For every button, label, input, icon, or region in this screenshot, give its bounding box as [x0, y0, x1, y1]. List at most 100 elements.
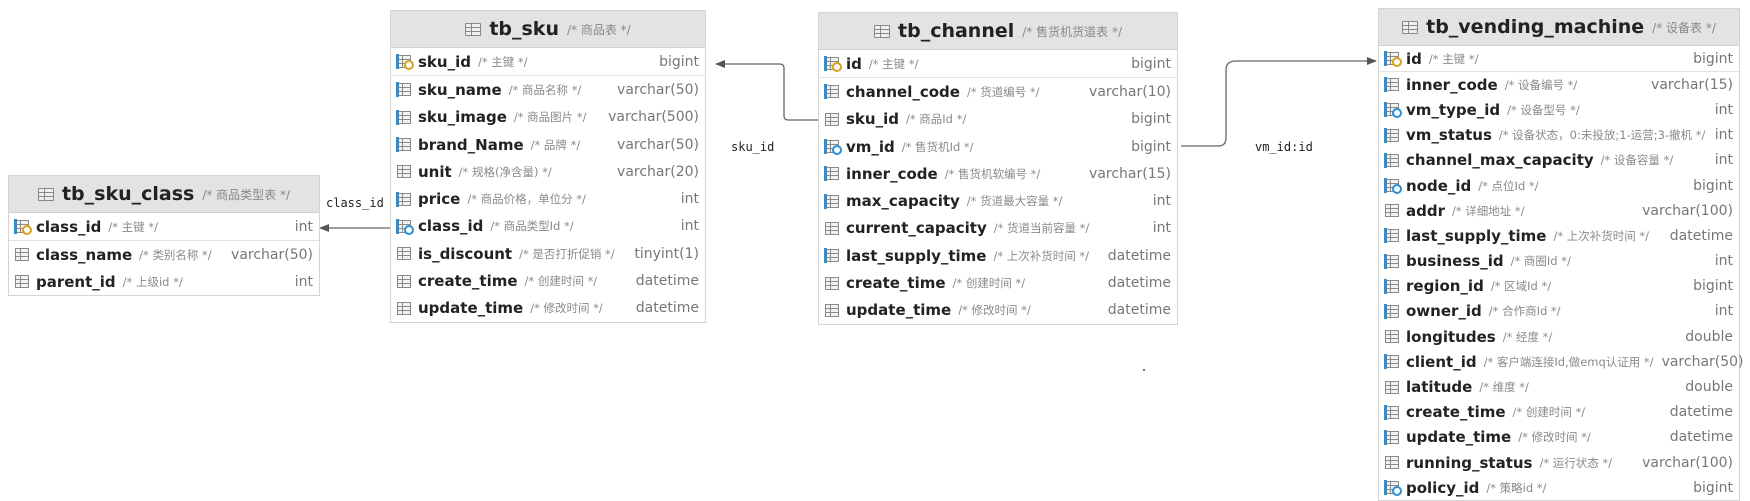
column-type: int: [1714, 152, 1733, 169]
indexed-column-icon: [396, 109, 411, 125]
column-comment: /* 品牌 */: [530, 137, 581, 152]
column-row[interactable]: create_time/* 创建时间 */datetime: [391, 267, 705, 294]
table-comment: /* 售货机货道表 */: [1022, 24, 1122, 39]
column-row[interactable]: sku_image/* 商品图片 */varchar(500): [391, 104, 705, 131]
column-comment: /* 创建时间 */: [952, 276, 1026, 291]
column-name: sku_id: [418, 52, 471, 71]
column-icon: [825, 276, 839, 290]
column-name: channel_code: [846, 82, 960, 101]
column-row[interactable]: id/* 主键 */bigint: [819, 50, 1177, 79]
column-row[interactable]: node_id/* 点位Id */bigint: [1379, 173, 1739, 198]
column-comment: /* 上级id */: [122, 274, 183, 289]
column-row[interactable]: channel_max_capacity/* 设备容量 */int: [1379, 148, 1739, 173]
relation-line-sku-id: [715, 60, 818, 121]
column-row[interactable]: business_id/* 商圈Id */int: [1379, 249, 1739, 274]
column-row[interactable]: inner_code/* 设备编号 */varchar(15): [1379, 72, 1739, 97]
column-type: varchar(100): [1642, 454, 1733, 471]
primary-key-icon: [14, 219, 32, 235]
relation-line-vm-id: [1181, 57, 1377, 147]
column-row[interactable]: unit/* 规格(净含量) */varchar(20): [391, 158, 705, 185]
column-icon: [397, 274, 411, 288]
indexed-column-icon: [396, 137, 411, 153]
column-row[interactable]: running_status/* 运行状态 */varchar(100): [1379, 450, 1739, 475]
column-row[interactable]: inner_code/* 售货机软编号 */varchar(15): [819, 160, 1177, 187]
column-row[interactable]: update_time/* 修改时间 */datetime: [819, 297, 1177, 324]
column-type: datetime: [1107, 302, 1171, 319]
column-row[interactable]: update_time/* 修改时间 */datetime: [391, 295, 705, 322]
column-row[interactable]: is_discount/* 是否打折促销 */tinyint(1): [391, 240, 705, 267]
column-comment: /* 主键 */: [477, 54, 528, 69]
column-row[interactable]: sku_id/* 商品Id */bigint: [819, 106, 1177, 133]
column-row[interactable]: create_time/* 创建时间 */datetime: [819, 269, 1177, 296]
column-name: class_name: [36, 245, 133, 264]
column-type: bigint: [1131, 55, 1171, 72]
column-comment: /* 经度 */: [1502, 329, 1553, 344]
indexed-column-icon: [1384, 253, 1399, 269]
column-row[interactable]: max_capacity/* 货道最大容量 */int: [819, 187, 1177, 214]
foreign-key-icon: [1384, 480, 1402, 497]
column-comment: /* 策略id */: [1486, 480, 1547, 495]
column-comment: /* 上次补货时间 */: [993, 248, 1090, 263]
column-type: bigint: [1693, 50, 1733, 67]
column-row[interactable]: create_time/* 创建时间 */datetime: [1379, 400, 1739, 425]
table-tb-sku-class[interactable]: tb_sku_class/* 商品类型表 */class_id/* 主键 */i…: [8, 175, 320, 296]
column-name: last_supply_time: [846, 246, 987, 265]
column-row[interactable]: owner_id/* 合作商Id */int: [1379, 299, 1739, 324]
column-name: update_time: [418, 299, 524, 318]
column-comment: /* 商品类型Id */: [490, 219, 574, 234]
column-comment: /* 详细地址 */: [1452, 203, 1525, 218]
column-name: current_capacity: [846, 219, 987, 238]
column-icon: [825, 221, 839, 235]
column-row[interactable]: class_name/* 类别名称 */varchar(50): [9, 241, 319, 268]
indexed-column-icon: [824, 166, 839, 182]
column-row[interactable]: id/* 主键 */bigint: [1379, 46, 1739, 73]
column-name: sku_image: [418, 108, 507, 127]
column-row[interactable]: latitude/* 维度 */double: [1379, 374, 1739, 399]
column-row[interactable]: update_time/* 修改时间 */datetime: [1379, 425, 1739, 450]
column-comment: /* 主键 */: [1428, 51, 1479, 66]
table-icon: [1402, 20, 1419, 34]
column-row[interactable]: region_id/* 区域Id */bigint: [1379, 274, 1739, 299]
column-icon: [825, 303, 839, 317]
column-row[interactable]: policy_id/* 策略id */bigint: [1379, 475, 1739, 500]
column-row[interactable]: last_supply_time/* 上次补货时间 */datetime: [1379, 223, 1739, 248]
table-name: tb_vending_machine: [1426, 16, 1645, 38]
table-tb-vending-machine[interactable]: tb_vending_machine/* 设备表 */id/* 主键 */big…: [1378, 8, 1744, 501]
table-name: tb_sku_class: [61, 183, 195, 205]
column-row[interactable]: price/* 商品价格，单位分 */int: [391, 185, 705, 212]
foreign-key-icon: [824, 139, 842, 156]
column-row[interactable]: class_id/* 商品类型Id */int: [391, 213, 705, 240]
column-row[interactable]: sku_id/* 主键 */bigint: [391, 48, 705, 77]
column-type: int: [680, 191, 699, 208]
column-type: int: [1152, 193, 1171, 210]
column-row[interactable]: vm_type_id/* 设备型号 */int: [1379, 97, 1739, 122]
column-row[interactable]: addr/* 详细地址 */varchar(100): [1379, 198, 1739, 223]
column-row[interactable]: vm_status/* 设备状态，0:未投放;1-运营;3-撤机 */int: [1379, 123, 1739, 148]
column-row[interactable]: class_id/* 主键 */int: [9, 213, 319, 241]
column-row[interactable]: last_supply_time/* 上次补货时间 */datetime: [819, 242, 1177, 269]
column-type: varchar(20): [617, 163, 699, 180]
column-icon: [397, 165, 411, 179]
column-row[interactable]: longitudes/* 经度 */double: [1379, 324, 1739, 349]
column-row[interactable]: sku_name/* 商品名称 */varchar(50): [391, 76, 705, 103]
column-row[interactable]: brand_Name/* 品牌 */varchar(50): [391, 131, 705, 158]
column-row[interactable]: current_capacity/* 货道当前容量 */int: [819, 215, 1177, 242]
indexed-column-icon: [1384, 303, 1399, 319]
column-type: bigint: [1693, 479, 1733, 496]
indexed-column-icon: [1384, 278, 1399, 294]
column-row[interactable]: channel_code/* 货道编号 */varchar(10): [819, 78, 1177, 105]
column-type: varchar(100): [1642, 202, 1733, 219]
column-comment: /* 商品Id */: [905, 112, 967, 127]
column-name: running_status: [1406, 453, 1533, 472]
indexed-column-icon: [1384, 127, 1399, 143]
column-comment: /* 修改时间 */: [530, 301, 603, 316]
column-row[interactable]: vm_id/* 售货机Id */bigint: [819, 133, 1177, 160]
column-name: update_time: [1406, 428, 1512, 447]
column-type: int: [1714, 101, 1733, 118]
column-type: datetime: [635, 273, 699, 290]
column-row[interactable]: client_id/* 客户端连接Id,做emq认证用 */varchar(50…: [1379, 349, 1744, 374]
relation-label-sku-id: sku_id: [731, 140, 775, 154]
column-row[interactable]: parent_id/* 上级id */int: [9, 268, 319, 295]
